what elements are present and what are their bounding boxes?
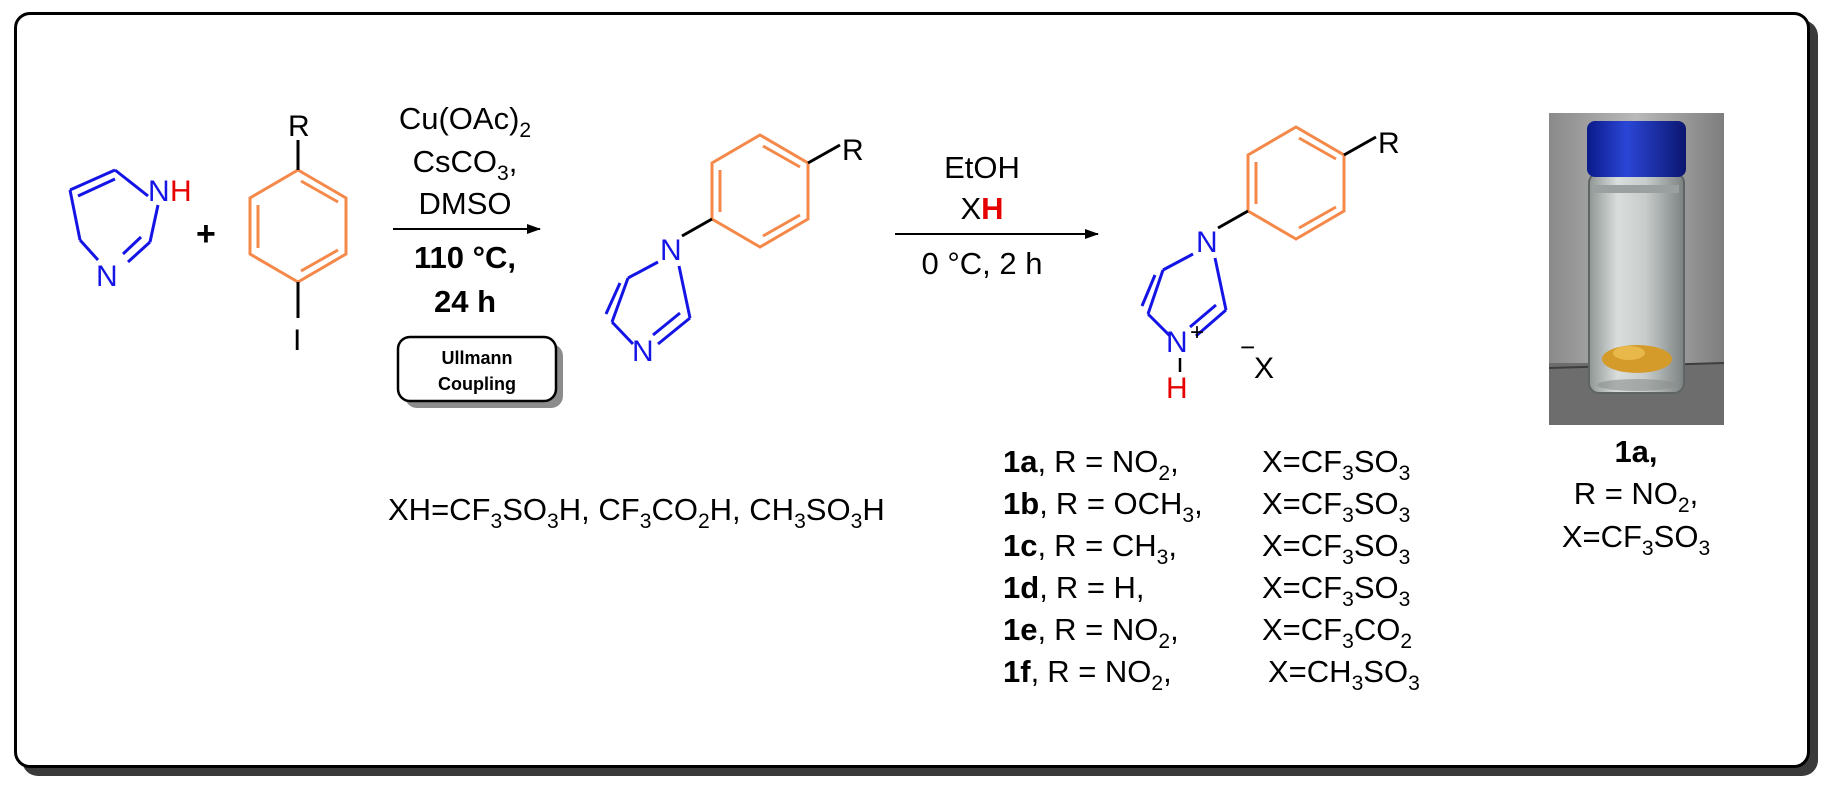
vial-cap — [1587, 121, 1686, 177]
bond-n-aryl-product — [1217, 209, 1249, 230]
compound-id-and-r: 1a,R = NO2, — [1003, 444, 1179, 485]
cond2-solvent: EtOH — [944, 150, 1020, 185]
compound-x: X=CF3SO3 — [1262, 444, 1410, 485]
intermediate-imidazole-ring — [604, 260, 692, 346]
vial-photo — [1549, 113, 1724, 425]
compound-id-and-r: 1d,R = H, — [1003, 570, 1145, 605]
bond-r-product — [1343, 135, 1377, 157]
imidazole-h: H — [170, 175, 192, 208]
badge-line1: Ullmann — [441, 348, 512, 368]
cond1-solvent: DMSO — [419, 186, 512, 221]
cond2-temp-time: 0 °C, 2 h — [922, 246, 1043, 281]
compound-x: X=CF3SO3 — [1262, 486, 1410, 527]
compound-row: 1e,R = NO2, X=CF3CO2 — [1003, 612, 1412, 653]
compound-x: X=CH3SO3 — [1268, 654, 1420, 695]
imidazole-n-bottom: N — [96, 260, 118, 293]
compound-row: 1a,R = NO2, X=CF3SO3 — [1003, 444, 1410, 485]
imidazole-reactant — [68, 168, 160, 264]
bond-r-intermediate — [807, 143, 841, 165]
iodoarene-reactant — [248, 168, 348, 284]
ullmann-badge — [396, 335, 558, 403]
product-aryl-ring — [1246, 125, 1346, 241]
cond1-temperature: 110 °C, — [414, 240, 516, 275]
product-h: H — [1166, 372, 1188, 405]
cond1-catalyst: Cu(OAc)2 — [399, 101, 531, 142]
photo-caption-id: 1a, — [1614, 434, 1657, 469]
badge-line2: Coupling — [438, 374, 516, 394]
vial-base — [1597, 379, 1677, 391]
compound-x: X=CF3CO2 — [1262, 612, 1412, 653]
xh-acid-list: XH=CF3SO3H, CF3CO2H, CH3SO3H — [388, 492, 885, 533]
compound-id-and-r: 1b,R = OCH3, — [1003, 486, 1203, 527]
product-n-plus: + — [1190, 319, 1204, 346]
compound-x: X=CF3SO3 — [1262, 570, 1410, 611]
compound-id-and-r: 1e,R = NO2, — [1003, 612, 1179, 653]
intermediate-aryl-ring — [710, 133, 810, 249]
cond2-acid: XH — [960, 191, 1003, 226]
intermediate-r-label: R — [842, 134, 864, 167]
vial-photo-svg — [1549, 113, 1724, 425]
reactant-r-label: R — [288, 110, 310, 143]
compound-id-and-r: 1f,R = NO2, — [1003, 654, 1172, 695]
compound-row: 1b,R = OCH3, X=CF3SO3 — [1003, 486, 1410, 527]
reactant-i-label: I — [293, 324, 301, 357]
cond1-base: CsCO3, — [413, 144, 518, 185]
cond1-time: 24 h — [434, 284, 496, 319]
photo-caption-x: X=CF3SO3 — [1562, 519, 1710, 560]
product-r-label: R — [1378, 127, 1400, 160]
compound-row: 1c,R = CH3, X=CF3SO3 — [1003, 528, 1410, 569]
plus-sign: + — [196, 215, 216, 253]
imidazole-n-top: N — [148, 175, 170, 208]
product-x-minus: − — [1240, 332, 1255, 362]
product-n-top: N — [1196, 226, 1218, 259]
compound-row: 1f,R = NO2, X=CH3SO3 — [1003, 654, 1420, 695]
bond-n-aryl-intermediate — [681, 217, 713, 238]
compound-row: 1d,R = H, X=CF3SO3 — [1003, 570, 1410, 611]
product-imidazole-ring — [1140, 252, 1228, 338]
compound-id-and-r: 1c,R = CH3, — [1003, 528, 1177, 569]
photo-caption-r: R = NO2, — [1574, 476, 1699, 517]
scheme-frame — [14, 12, 1810, 768]
vial-solid-highlight — [1613, 346, 1645, 360]
vial-neck — [1594, 185, 1679, 193]
intermediate-n-bottom: N — [632, 335, 654, 368]
compound-x: X=CF3SO3 — [1262, 528, 1410, 569]
intermediate-n-top: N — [660, 234, 682, 267]
product-x: X — [1254, 352, 1274, 385]
product-n-bottom: N — [1166, 326, 1188, 359]
